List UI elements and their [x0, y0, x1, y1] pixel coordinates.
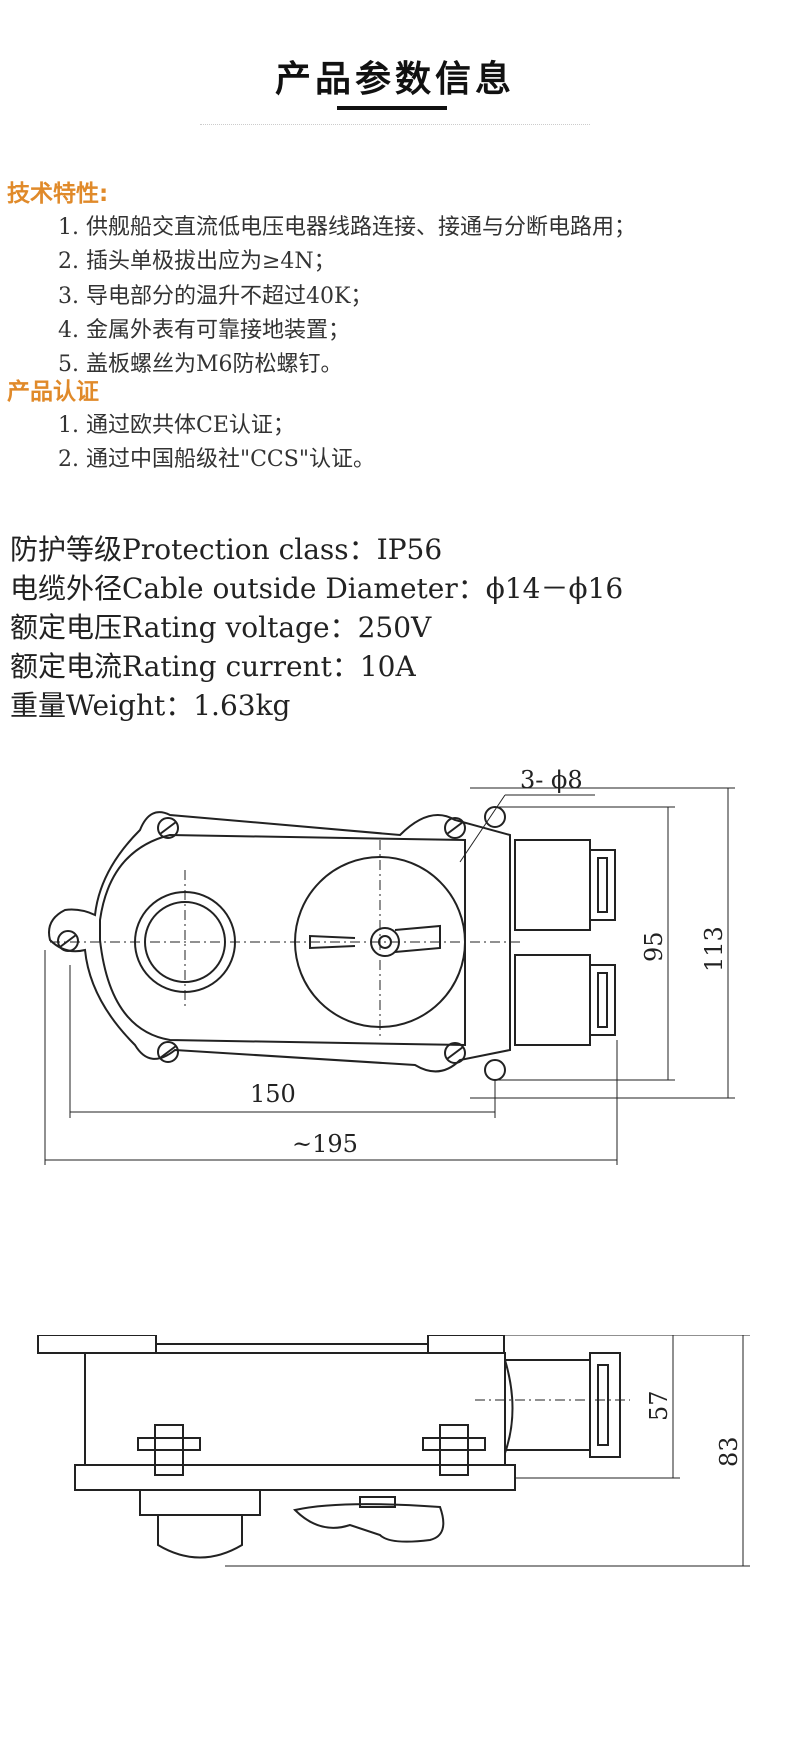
- cert-item-1: 1. 通过欧共体CE认证；: [58, 413, 295, 438]
- side-view-drawing: 57 83: [37, 1335, 750, 1567]
- certification-heading: 产品认证: [7, 379, 99, 405]
- dimension-113: 113: [700, 926, 728, 972]
- title-divider: [200, 124, 590, 126]
- hole-label: 3- ϕ8: [520, 766, 583, 794]
- dimension-195: ~195: [292, 1130, 358, 1158]
- tech-item-1: 1. 供舰船交直流低电压电器线路连接、接通与分断电路用；: [58, 215, 636, 240]
- title-underline: [337, 106, 447, 110]
- spec-label: 电缆外径Cable outside Diameter：: [10, 572, 486, 605]
- tech-item-4: 4. 金属外表有可靠接地装置；: [58, 318, 350, 343]
- spec-value: 10A: [359, 650, 416, 683]
- tech-item-3: 3. 导电部分的温升不超过40K；: [58, 284, 373, 309]
- dimension-83: 83: [715, 1436, 743, 1467]
- dimension-95: 95: [640, 931, 668, 962]
- spec-value: ϕ14－ϕ16: [485, 572, 624, 605]
- dimension-57: 57: [645, 1390, 673, 1421]
- spec-value: IP56: [376, 533, 443, 566]
- top-view-drawing: 3- ϕ8 150 ~195 95 113: [44, 766, 735, 1165]
- spec-rating-voltage: 额定电压Rating voltage：250V: [10, 606, 431, 646]
- tech-item-2: 2. 插头单极拔出应为≥4N；: [58, 249, 336, 274]
- page-title: 产品参数信息: [274, 59, 515, 100]
- spec-cable-diameter: 电缆外径Cable outside Diameter：ϕ14－ϕ16: [10, 567, 623, 607]
- tech-features-heading: 技术特性:: [7, 181, 109, 207]
- cert-item-2: 2. 通过中国船级社"CCS"认证。: [58, 447, 375, 472]
- spec-rating-current: 额定电流Rating current：10A: [10, 645, 416, 685]
- spec-label: 额定电压Rating voltage：: [10, 611, 358, 644]
- spec-value: 1.63kg: [193, 689, 291, 722]
- spec-value: 250V: [357, 611, 432, 644]
- spec-weight: 重量Weight：1.63kg: [10, 684, 290, 724]
- spec-label: 重量Weight：: [10, 689, 194, 722]
- spec-protection-class: 防护等级Protection class：IP56: [10, 528, 442, 568]
- dimension-150: 150: [250, 1080, 296, 1108]
- spec-label: 额定电流Rating current：: [10, 650, 360, 683]
- spec-label: 防护等级Protection class：: [10, 533, 377, 566]
- tech-item-5: 5. 盖板螺丝为M6防松螺钉。: [58, 352, 343, 377]
